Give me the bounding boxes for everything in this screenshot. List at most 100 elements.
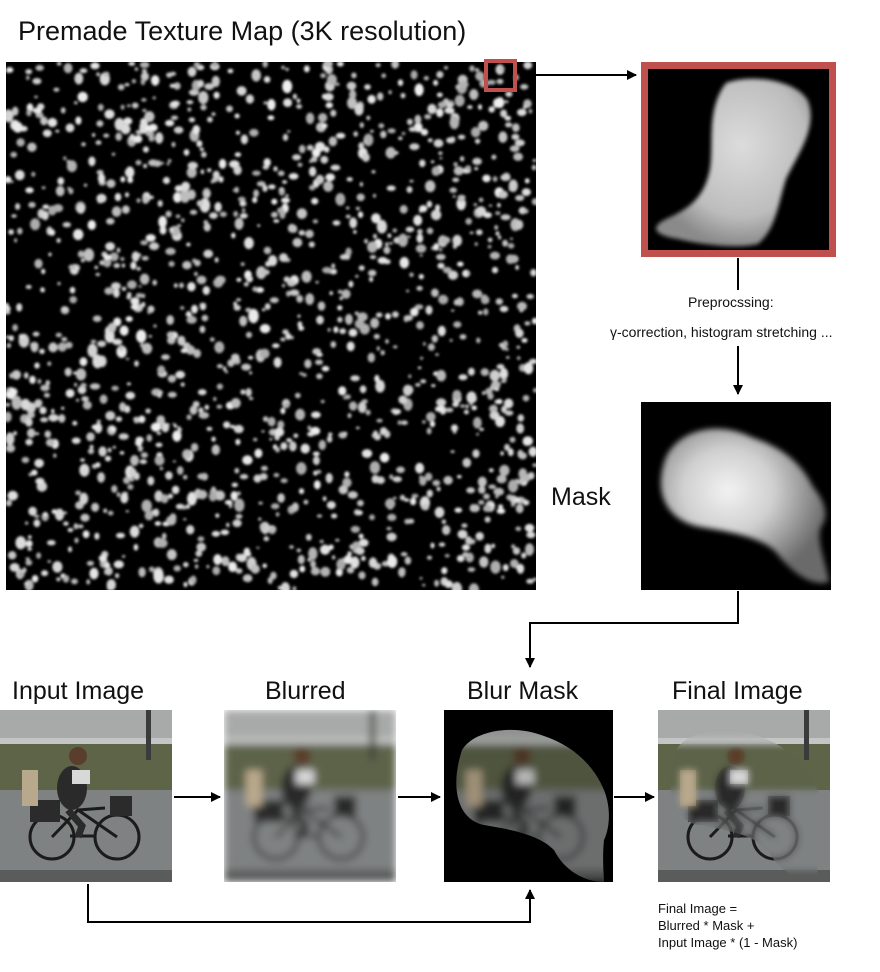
texture-blob — [258, 517, 262, 521]
texture-blob — [355, 274, 359, 278]
texture-blob — [510, 503, 515, 507]
texture-blob — [60, 107, 66, 114]
texture-blob — [531, 198, 536, 206]
texture-blob — [419, 476, 427, 486]
texture-blob — [23, 372, 29, 379]
texture-blob — [348, 280, 354, 288]
mask-label: Mask — [551, 483, 611, 511]
texture-blob — [186, 242, 191, 247]
texture-blob — [505, 122, 513, 128]
texture-blob — [234, 467, 240, 474]
texture-blob — [251, 69, 261, 82]
texture-blob — [517, 449, 524, 459]
texture-blob — [409, 143, 420, 151]
texture-blob — [113, 317, 122, 327]
texture-blob — [56, 577, 61, 582]
texture-blob — [61, 406, 65, 410]
texture-blob — [211, 112, 216, 116]
texture-blob — [489, 369, 500, 382]
texture-blob — [104, 566, 113, 576]
texture-blob — [512, 547, 521, 555]
texture-blob — [133, 544, 139, 551]
texture-blob — [353, 131, 359, 137]
texture-blob — [233, 211, 239, 217]
texture-blob — [116, 532, 125, 539]
texture-blob — [165, 247, 176, 255]
texture-blob — [57, 281, 61, 286]
texture-blob — [222, 366, 227, 372]
texture-blob — [472, 157, 482, 165]
texture-blob — [53, 453, 57, 458]
texture-blob — [312, 348, 322, 355]
texture-blob — [461, 523, 468, 528]
texture-blob — [438, 294, 449, 305]
texture-blob — [321, 123, 328, 129]
texture-blob — [377, 257, 388, 264]
texture-blob — [502, 239, 508, 247]
texture-blob — [424, 114, 432, 120]
texture-blob — [56, 62, 62, 66]
texture-blob — [521, 338, 528, 343]
texture-blob — [317, 176, 325, 183]
texture-blob — [462, 552, 469, 557]
texture-blob — [280, 337, 286, 342]
texture-blob — [509, 436, 516, 443]
texture-blob — [82, 400, 92, 410]
texture-blob — [124, 192, 130, 198]
texture-blob — [49, 229, 56, 236]
texture-blob — [369, 514, 375, 521]
texture-blob — [329, 291, 333, 296]
texture-blob — [513, 152, 523, 161]
texture-blob — [494, 387, 500, 392]
texture-blob — [180, 306, 185, 310]
texture-blob — [487, 245, 492, 249]
texture-blob — [410, 307, 419, 317]
texture-blob — [433, 79, 439, 86]
texture-blob — [296, 462, 307, 475]
texture-highlight-box — [484, 59, 517, 92]
texture-blob — [280, 442, 288, 451]
texture-blob — [430, 542, 435, 549]
texture-blob — [96, 72, 100, 77]
texture-blob — [345, 247, 352, 256]
texture-blob — [349, 401, 358, 411]
texture-blob — [203, 190, 211, 197]
texture-blob — [135, 159, 142, 166]
texture-blob — [270, 503, 280, 510]
texture-blob — [404, 556, 412, 565]
texture-blob — [115, 132, 122, 141]
texture-blob — [234, 217, 244, 230]
texture-blob — [232, 188, 237, 192]
texture-blob — [166, 315, 174, 325]
texture-blob — [492, 176, 498, 182]
texture-blob — [385, 339, 389, 344]
texture-blob — [326, 435, 333, 443]
texture-blob — [25, 559, 33, 566]
texture-blob — [181, 181, 191, 192]
texture-blob — [367, 352, 375, 363]
texture-blob — [196, 275, 207, 285]
texture-blob — [214, 490, 226, 501]
texture-blob — [182, 261, 192, 270]
texture-blob — [466, 487, 475, 494]
texture-blob — [325, 102, 333, 109]
texture-blob — [500, 214, 511, 221]
texture-blob — [502, 564, 509, 572]
texture-blob — [158, 215, 168, 228]
texture-blob — [490, 560, 501, 574]
texture-blob — [171, 141, 176, 148]
texture-blob — [328, 136, 338, 147]
texture-blob — [10, 151, 17, 158]
texture-blob — [267, 416, 276, 427]
texture-blob — [155, 442, 163, 448]
texture-blob — [532, 159, 536, 162]
texture-blob — [238, 196, 246, 202]
texture-blob — [485, 387, 493, 396]
texture-blob — [478, 500, 485, 505]
texture-blob — [113, 288, 120, 298]
texture-blob — [469, 89, 479, 100]
texture-blob — [419, 205, 428, 213]
texture-blob — [491, 154, 497, 160]
texture-blob — [298, 325, 305, 331]
texture-blob — [157, 200, 163, 207]
